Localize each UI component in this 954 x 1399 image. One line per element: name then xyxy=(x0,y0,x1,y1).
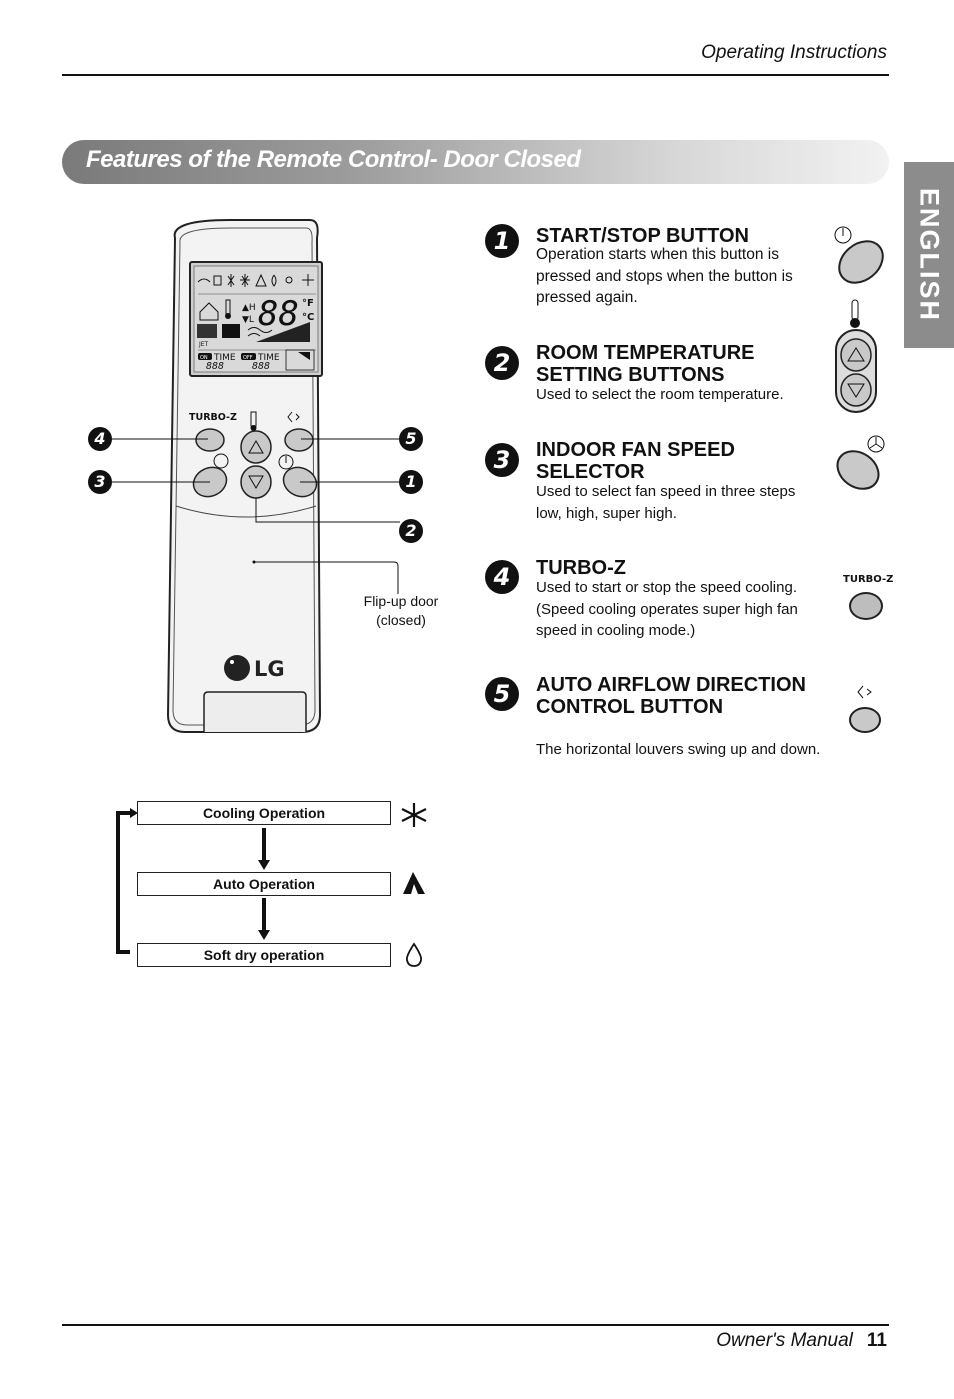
remote-control-illustration: ▲H ▼L 88 °F °C JET ON TIME 888 OFF TIME … xyxy=(112,219,400,733)
callout-2: 2 xyxy=(399,519,423,543)
snowflake-icon xyxy=(401,803,427,827)
flow-cooling: Cooling Operation xyxy=(137,801,391,825)
feature-title-fan-speed: INDOOR FAN SPEED SELECTOR xyxy=(536,439,735,483)
svg-text:▲H: ▲H xyxy=(242,303,256,313)
svg-text:°F: °F xyxy=(302,298,314,309)
flow-soft-dry: Soft dry operation xyxy=(137,943,391,967)
feature-title-turbo-z: TURBO-Z xyxy=(536,557,626,579)
feature-title-start-stop: START/STOP BUTTON xyxy=(536,225,749,247)
power-icon xyxy=(834,226,884,284)
svg-text:888: 888 xyxy=(252,361,270,372)
thermometer-icon xyxy=(835,299,877,413)
fan-icon xyxy=(836,435,885,490)
svg-text:JET: JET xyxy=(198,341,209,348)
auto-mode-icon xyxy=(403,872,425,894)
turbo-z-icon-label: TURBO-Z xyxy=(843,574,894,585)
svg-text:TIME: TIME xyxy=(257,353,280,363)
footer: Owner's Manual 11 xyxy=(716,1330,887,1352)
feature-number-5: 5 xyxy=(485,677,519,711)
feature-number-1: 1 xyxy=(485,224,519,258)
display-digits: 88 xyxy=(258,294,299,334)
flow-auto: Auto Operation xyxy=(137,872,391,896)
callout-5: 5 xyxy=(399,427,423,451)
svg-text:OFF: OFF xyxy=(243,355,253,361)
feature-number-2: 2 xyxy=(485,346,519,380)
feature-title-auto-airflow: AUTO AIRFLOW DIRECTION CONTROL BUTTON xyxy=(536,674,806,718)
svg-text:888: 888 xyxy=(206,361,224,372)
svg-text:LG: LG xyxy=(254,657,285,681)
callout-4: 4 xyxy=(88,427,112,451)
flip-door-label: Flip-up door (closed) xyxy=(363,593,439,628)
section-title: Features of the Remote Control- Door Clo… xyxy=(86,146,581,173)
page-number: 11 xyxy=(866,1330,887,1351)
feature-title-room-temperature: ROOM TEMPERATURE SETTING BUTTONS xyxy=(536,342,755,386)
callout-3: 3 xyxy=(88,470,112,494)
header-rule xyxy=(62,74,889,76)
footer-title: Owner's Manual xyxy=(716,1330,853,1351)
feature-number-4: 4 xyxy=(485,560,519,594)
header-title: Operating Instructions xyxy=(701,42,887,63)
svg-text:°C: °C xyxy=(302,312,314,323)
turbo-z-icon xyxy=(849,592,883,620)
callout-1: 1 xyxy=(399,470,423,494)
svg-text:TIME: TIME xyxy=(213,353,236,363)
svg-text:ON: ON xyxy=(200,355,208,361)
svg-text:TURBO-Z: TURBO-Z xyxy=(189,412,237,423)
language-tab: ENGLISH xyxy=(904,162,954,348)
feature-desc-room-temperature: Used to select the room temperature. xyxy=(536,386,784,403)
footer-rule xyxy=(62,1324,889,1326)
feature-number-3: 3 xyxy=(485,443,519,477)
language-tab-label: ENGLISH xyxy=(914,187,945,323)
feature-desc-start-stop: Operation starts when this button is pre… xyxy=(536,246,793,306)
section-bar xyxy=(62,140,889,184)
feature-desc-turbo-z: Used to start or stop the speed cooling.… xyxy=(536,579,798,639)
feature-desc-auto-airflow: The horizontal louvers swing up and down… xyxy=(536,741,821,758)
water-drop-icon xyxy=(405,942,423,967)
svg-text:▼L: ▼L xyxy=(242,315,254,325)
feature-desc-fan-speed: Used to select fan speed in three steps … xyxy=(536,483,796,522)
mode-flow-arrows xyxy=(116,808,270,954)
swing-icon xyxy=(849,685,881,733)
